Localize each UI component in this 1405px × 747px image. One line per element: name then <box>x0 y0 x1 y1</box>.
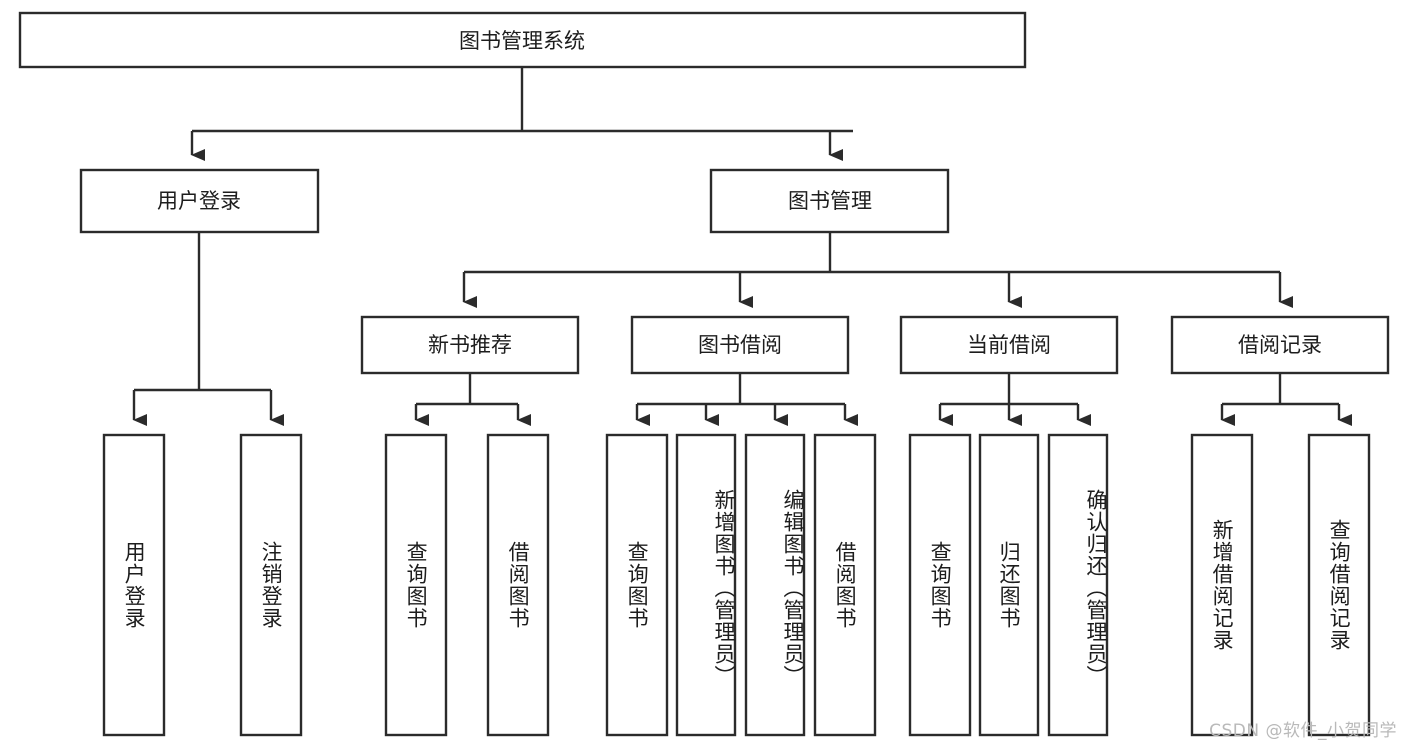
node-book-manage[interactable]: 图书管理 <box>709 168 950 234</box>
node-book-borrow[interactable]: 图书借阅 <box>630 315 850 375</box>
node-current-borrow[interactable]: 当前借阅 <box>899 315 1119 375</box>
leaf-box-confirm-return <box>1047 433 1109 737</box>
node-user-login-label: 用户登录 <box>157 189 241 213</box>
leaf-box-user-login <box>102 433 166 737</box>
node-user-login[interactable]: 用户登录 <box>79 168 320 234</box>
node-new-book-rec-label: 新书推荐 <box>428 333 512 357</box>
connector-root-to-level2 <box>190 67 853 161</box>
csdn-watermark: CSDN @软件_小贺同学 <box>1209 721 1397 741</box>
leaf-boxes <box>102 433 1371 737</box>
node-borrow-record-label: 借阅记录 <box>1238 333 1322 357</box>
leaf-box-return-book <box>978 433 1040 737</box>
leaf-box-add-book <box>675 433 737 737</box>
leaf-box-user-logout <box>239 433 303 737</box>
leaf-box-query-book-2 <box>605 433 669 737</box>
node-book-borrow-label: 图书借阅 <box>698 333 782 357</box>
leaf-box-borrow-book-2 <box>813 433 877 737</box>
node-borrow-record[interactable]: 借阅记录 <box>1170 315 1390 375</box>
leaf-box-query-record <box>1307 433 1371 737</box>
node-book-manage-label: 图书管理 <box>788 189 872 213</box>
connector-bookmanage-to-level3 <box>462 232 1293 308</box>
connector-newbook-to-leaves <box>414 373 531 426</box>
node-current-borrow-label: 当前借阅 <box>967 333 1051 357</box>
leaf-box-edit-book <box>744 433 806 737</box>
connector-borrowrecord-to-leaves <box>1220 373 1352 426</box>
connector-currentborrow-to-leaves <box>938 373 1091 426</box>
leaf-box-add-record <box>1190 433 1254 737</box>
connector-bookborrow-to-leaves <box>635 373 858 426</box>
leaf-box-query-book-3 <box>908 433 972 737</box>
node-root-label: 图书管理系统 <box>459 29 585 53</box>
node-root[interactable]: 图书管理系统 <box>18 11 1027 69</box>
node-new-book-rec[interactable]: 新书推荐 <box>360 315 580 375</box>
connector-userlogin-to-leaves <box>132 232 284 426</box>
leaf-box-query-book-1 <box>384 433 448 737</box>
leaf-box-borrow-book-1 <box>486 433 550 737</box>
